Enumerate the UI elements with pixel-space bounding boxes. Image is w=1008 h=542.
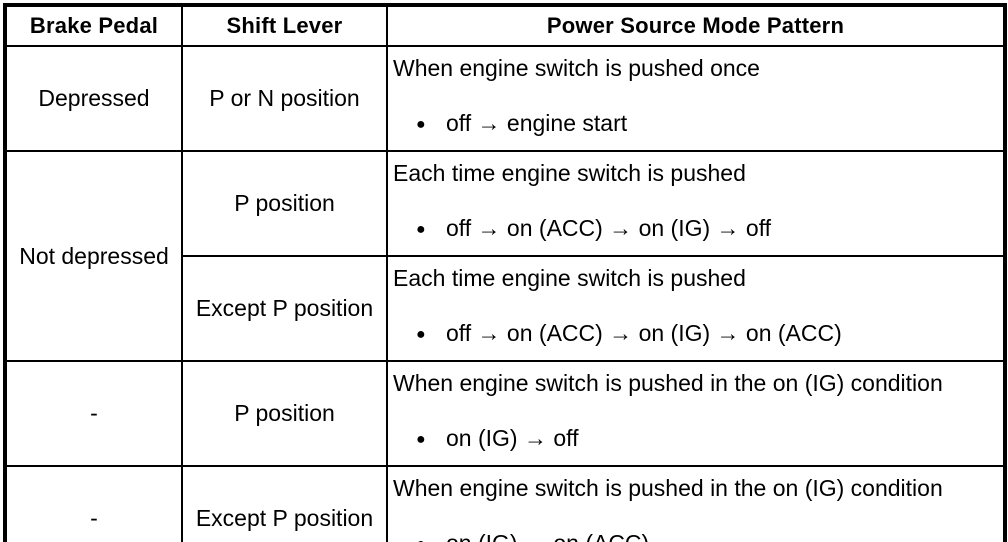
brake-pedal-cell: - xyxy=(4,465,183,542)
bullet-icon: ● xyxy=(416,431,426,448)
power-source-mode-table: Brake Pedal Shift Lever Power Source Mod… xyxy=(3,3,1007,542)
pattern-sequence: on (IG) → on (ACC) xyxy=(446,530,649,542)
shift-lever-cell: Except P position xyxy=(181,255,388,362)
header-brake-pedal: Brake Pedal xyxy=(4,4,183,47)
pattern-condition: When engine switch is pushed in the on (… xyxy=(393,370,943,396)
bullet-icon: ● xyxy=(416,531,430,542)
pattern-sequence-line: ● on (IG) → off xyxy=(393,424,999,454)
pattern-sequence: off → engine start xyxy=(446,110,628,136)
pattern-sequence: off → on (ACC) → on (IG) → off xyxy=(446,215,772,241)
pattern-cell: When engine switch is pushed once ● off →… xyxy=(386,45,1006,152)
table-row: Except P position Each time engine switc… xyxy=(5,255,1006,362)
pattern-cell: When engine switch is pushed in the on (… xyxy=(386,465,1006,542)
bullet-icon: ● xyxy=(416,116,426,133)
brake-pedal-cell: Depressed xyxy=(4,45,183,152)
pattern-cell: Each time engine switch is pushed ● off →… xyxy=(386,255,1006,362)
table-row: - P position When engine switch is pushe… xyxy=(4,360,1006,467)
table-row: - Except P position When engine switch i… xyxy=(4,465,1006,542)
pattern-condition: Each time engine switch is pushed xyxy=(393,265,746,291)
bullet-icon: ● xyxy=(416,326,426,343)
brake-pedal-cell: Not depressed xyxy=(4,150,183,362)
shift-lever-cell: P position xyxy=(181,360,388,467)
shift-lever-cell: P position xyxy=(181,150,388,257)
pattern-sequence-line: ● off → on (ACC) → on (IG) → off xyxy=(393,214,999,244)
pattern-cell: When engine switch is pushed in the on (… xyxy=(386,360,1006,467)
pattern-condition: When engine switch is pushed in the on (… xyxy=(393,475,943,501)
header-row: Brake Pedal Shift Lever Power Source Mod… xyxy=(4,4,1006,47)
shift-lever-cell: P or N position xyxy=(181,45,388,152)
pattern-sequence-line: ● off → engine start xyxy=(393,109,999,139)
header-power-source-mode-pattern: Power Source Mode Pattern xyxy=(386,4,1006,47)
header-shift-lever: Shift Lever xyxy=(181,4,388,47)
pattern-condition: When engine switch is pushed once xyxy=(393,55,760,81)
pattern-condition: Each time engine switch is pushed xyxy=(393,160,746,186)
pattern-sequence: on (IG) → off xyxy=(446,425,579,451)
pattern-sequence: off → on (ACC) → on (IG) → on (ACC) xyxy=(446,320,842,346)
pattern-sequence-line: ● on (IG) → on (ACC) xyxy=(393,529,999,542)
bullet-icon: ● xyxy=(416,221,426,238)
pattern-cell: Each time engine switch is pushed ● off →… xyxy=(386,150,1006,257)
brake-pedal-cell: - xyxy=(4,360,183,467)
shift-lever-cell: Except P position xyxy=(181,465,388,542)
table-row: Depressed P or N position When engine sw… xyxy=(4,45,1006,152)
table-row: Not depressed P position Each time engin… xyxy=(4,150,1006,362)
pattern-sequence-line: ● off → on (ACC) → on (IG) → on (ACC) xyxy=(393,319,999,349)
